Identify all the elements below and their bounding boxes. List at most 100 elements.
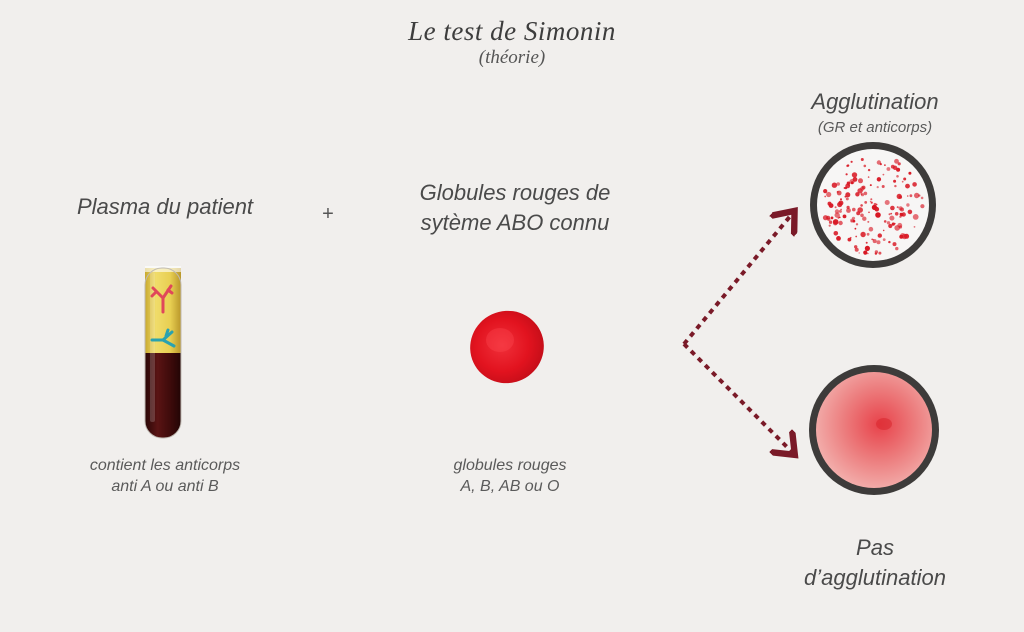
clump-dot — [846, 164, 849, 168]
clump-dot — [899, 212, 903, 216]
clump-dot — [913, 226, 916, 228]
clump-dot — [901, 180, 904, 183]
red-blood-cell-icon — [470, 310, 544, 384]
clump-dot — [826, 191, 832, 198]
clump-dot — [850, 218, 855, 223]
clump-dot — [847, 237, 852, 242]
clump-dot — [920, 196, 924, 200]
clump-dot — [845, 192, 851, 198]
clump-dot — [860, 231, 866, 238]
clump-dot — [863, 164, 867, 168]
clump-dot — [912, 214, 919, 220]
clump-dot — [838, 200, 844, 206]
clump-dot — [867, 168, 871, 172]
clump-dot — [874, 206, 880, 212]
clump-dot — [846, 181, 851, 185]
clump-dot — [896, 206, 899, 209]
clump-dot — [882, 229, 885, 232]
clump-dot — [888, 223, 893, 229]
clump-dot — [860, 193, 863, 196]
clump-dot — [870, 198, 873, 201]
red-cells-label: Globules rouges de sytème ABO connu — [380, 178, 650, 238]
clump-dot — [828, 220, 833, 224]
clump-dot — [875, 203, 878, 206]
clump-dot — [905, 183, 910, 189]
clump-dot — [849, 179, 855, 185]
clump-dot — [870, 201, 873, 204]
clump-dot — [850, 160, 853, 163]
clump-dot — [867, 176, 870, 178]
clump-dot — [884, 164, 886, 167]
clump-dot — [838, 209, 842, 213]
clump-dot — [883, 220, 887, 223]
clump-dot — [886, 167, 891, 171]
test-tube-icon — [144, 266, 182, 439]
red-cells-caption-line1: globules rouges — [453, 457, 567, 474]
clump-dot — [842, 214, 847, 219]
clump-dot — [856, 211, 861, 216]
clump-dot — [867, 252, 869, 255]
clump-dot — [900, 207, 904, 212]
clump-dot — [865, 241, 868, 244]
clump-dot — [895, 246, 899, 251]
clump-dot — [904, 233, 910, 239]
clump-dot — [896, 175, 899, 178]
clump-dot — [868, 226, 874, 232]
clump-dot — [836, 190, 842, 196]
clump-dot — [834, 209, 840, 214]
agglutination-label: Agglutination — [811, 89, 939, 114]
plasma-caption: contient les anticorps anti A ou anti B — [50, 455, 280, 497]
clump-dot — [909, 194, 913, 198]
clump-dot — [833, 231, 839, 236]
clump-dot — [877, 233, 882, 238]
plus-sign: + — [322, 203, 334, 225]
clump-dot — [892, 242, 897, 247]
clump-dot — [914, 192, 920, 199]
clump-dot — [878, 251, 882, 255]
clump-dot — [920, 204, 925, 209]
arrow-to-agglutination — [682, 214, 792, 346]
clump-dot — [857, 188, 863, 194]
agglutination-dish-icon — [810, 142, 936, 268]
clump-dot — [843, 187, 846, 189]
clump-dot — [863, 191, 868, 196]
agglutination-sublabel: (GR et anticorps) — [817, 119, 933, 136]
clump-dot — [840, 198, 842, 201]
clump-dot — [864, 245, 871, 251]
no-agglutination-line2: d’agglutination — [804, 565, 946, 590]
clump-dot — [845, 197, 849, 201]
clump-dot — [854, 247, 859, 252]
clump-dot — [908, 171, 912, 175]
clump-dot — [858, 178, 863, 184]
clump-dot — [838, 216, 841, 219]
clump-dot — [891, 222, 895, 226]
clump-dot — [860, 204, 863, 207]
red-cells-caption-line2: A, B, AB ou O — [460, 478, 560, 495]
plasma-caption-line2: anti A ou anti B — [111, 478, 219, 495]
clump-dot — [838, 220, 843, 226]
clump-dot — [886, 221, 891, 225]
clump-dot — [862, 216, 867, 221]
clump-dot — [869, 184, 872, 187]
clump-dot — [892, 165, 898, 170]
plasma-caption-line1: contient les anticorps — [89, 457, 241, 474]
clump-dot — [906, 195, 909, 197]
clump-dot — [912, 182, 917, 187]
clump-dot — [834, 206, 837, 209]
clump-dot — [860, 213, 864, 218]
clump-dot — [874, 252, 878, 255]
clump-dot — [869, 200, 872, 203]
clump-dot — [897, 222, 903, 228]
clump-dot — [894, 212, 899, 216]
clump-dot — [907, 209, 913, 215]
clump-dot — [894, 184, 897, 188]
clump-dot — [868, 211, 870, 214]
clump-dot — [854, 227, 857, 230]
clump-dot — [906, 203, 910, 207]
clump-dot — [830, 216, 834, 220]
clump-dot — [827, 217, 831, 222]
clump-dot — [876, 240, 881, 245]
clump-dot — [896, 193, 902, 199]
clump-dot — [855, 235, 858, 238]
